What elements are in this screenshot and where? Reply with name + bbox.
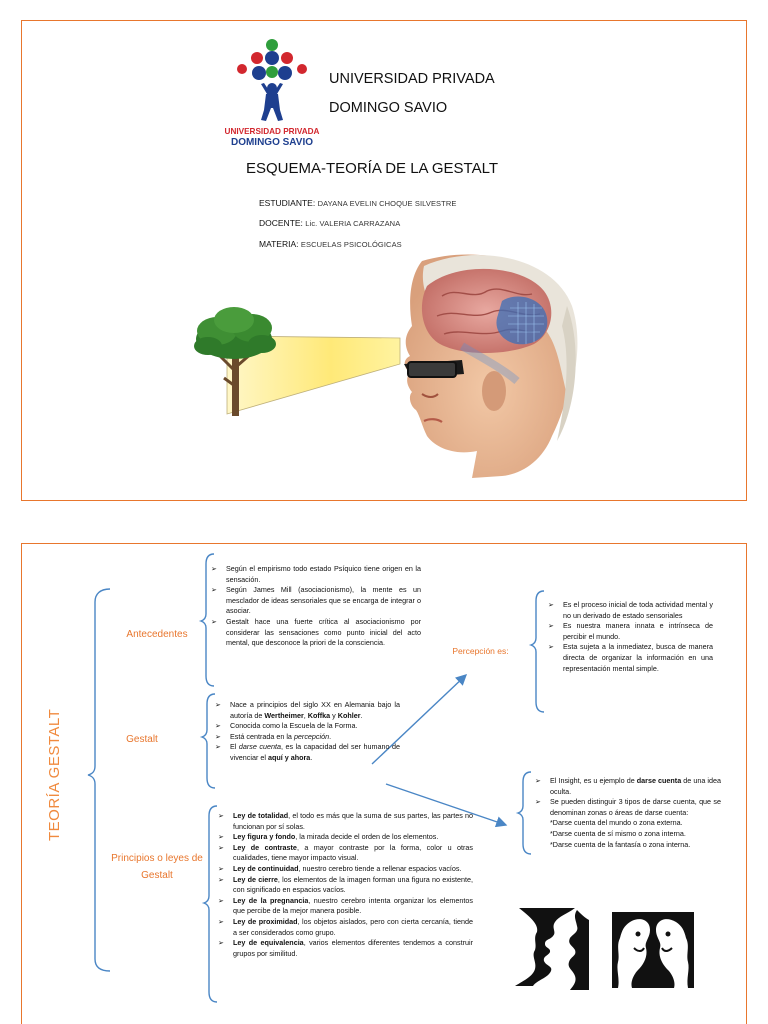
category-gestalt: Gestalt: [126, 734, 158, 745]
figure-ground-vase-image: [515, 908, 589, 990]
list-item: Esta sujeta a la inmediatez, busca de ma…: [548, 642, 713, 674]
category-antecedentes: Antecedentes: [126, 629, 188, 640]
list-item: Está centrada en la percepción.: [215, 732, 400, 743]
list-item: Es el proceso inicial de toda actividad …: [548, 600, 713, 621]
gestalt-list: Nace a principios del siglo XX en Aleman…: [215, 700, 400, 764]
subject-value: ESCUELAS PSICOLÓGICAS: [300, 240, 402, 249]
list-item: Ley de la pregnancia, nuestro cerebro in…: [218, 896, 473, 917]
light-beam: [226, 335, 401, 415]
teacher-label: DOCENTE:: [259, 218, 303, 228]
scheme-vertical-title: TEORÍA GESTALT: [46, 708, 63, 841]
university-name-line1: UNIVERSIDAD PRIVADA: [329, 71, 495, 87]
teacher-field: DOCENTE: Lic. VALERIA CARRAZANA: [259, 218, 400, 228]
insight-list: El Insight, es u ejemplo de darse cuenta…: [535, 776, 721, 850]
list-item: Conocida como la Escuela de la Forma.: [215, 721, 400, 732]
list-item: Según James Mill (asociacionismo), la me…: [211, 585, 421, 617]
subject-label: MATERIA:: [259, 239, 299, 249]
teacher-value: Lic. VALERIA CARRAZANA: [305, 219, 401, 228]
list-item: Ley de contraste, a mayor contraste por …: [218, 843, 473, 864]
subject-field: MATERIA: ESCUELAS PSICOLÓGICAS: [259, 239, 402, 249]
list-item: Nace a principios del siglo XX en Aleman…: [215, 700, 400, 721]
antecedentes-list: Según el empirismo todo estado Psíquico …: [211, 564, 421, 649]
document-title: ESQUEMA-TEORÍA DE LA GESTALT: [246, 160, 499, 177]
list-item: *Darse cuenta de la fantasía o zona inte…: [550, 839, 691, 849]
student-field: ESTUDIANTE: DAYANA EVELIN CHOQUE SILVEST…: [259, 198, 456, 208]
list-item: El darse cuenta, es la capacidad del ser…: [215, 742, 400, 763]
list-item: El Insight, es u ejemplo de darse cuenta…: [535, 776, 721, 797]
insight-bracket: [515, 771, 532, 855]
list-item: *Darse cuenta del mundo o zona externa.: [550, 818, 683, 828]
tree-icon: [194, 307, 276, 416]
percepcion-bracket: [528, 590, 545, 713]
list-item: Gestalt hace una fuerte crítica al asoci…: [211, 617, 421, 649]
list-item: *Darse cuenta de sí mismo o zona interna…: [550, 828, 686, 838]
svg-text:UNIVERSIDAD PRIVADA: UNIVERSIDAD PRIVADA: [225, 127, 320, 136]
head-illustration: [404, 254, 578, 478]
main-bracket: [87, 588, 111, 972]
figure-ground-faces-image: [612, 912, 694, 988]
percepcion-list: Es el proceso inicial de toda actividad …: [548, 600, 713, 674]
svg-text:DOMINGO SAVIO: DOMINGO SAVIO: [231, 137, 313, 148]
category-percepcion: Percepción es:: [452, 646, 509, 656]
principios-list: Ley de totalidad, el todo es más que la …: [218, 811, 473, 959]
student-value: DAYANA EVELIN CHOQUE SILVESTRE: [317, 199, 457, 208]
list-item: Según el empirismo todo estado Psíquico …: [211, 564, 421, 585]
list-item: Ley de continuidad, nuestro cerebro tien…: [218, 864, 473, 875]
list-item: Ley de cierre, los elementos de la image…: [218, 875, 473, 896]
list-item: Ley de proximidad, los objetos aislados,…: [218, 917, 473, 938]
cover-slide: UNIVERSIDAD PRIVADA DOMINGO SAVIO UNIVER…: [21, 20, 747, 501]
perception-illustration: [194, 254, 578, 478]
scheme-slide: TEORÍA GESTALT Antecedentes Gestalt Prin…: [21, 543, 747, 1024]
list-item: Se pueden distinguir 3 tipos de darse cu…: [535, 797, 721, 818]
list-item: Ley de equivalencia, varios elementos di…: [218, 938, 473, 959]
list-item: Es nuestra manera innata e intrínseca de…: [548, 621, 713, 642]
list-item: Ley figura y fondo, la mirada decide el …: [218, 832, 473, 843]
student-label: ESTUDIANTE:: [259, 198, 316, 208]
gestalt-bracket: [199, 693, 216, 789]
list-item: Ley de totalidad, el todo es más que la …: [218, 811, 473, 832]
principios-bracket: [201, 805, 218, 1003]
university-name-line2: DOMINGO SAVIO: [329, 100, 448, 116]
category-principios: Principios o leyes de Gestalt: [111, 853, 203, 881]
university-logo: UNIVERSIDAD PRIVADA DOMINGO SAVIO: [225, 39, 320, 148]
